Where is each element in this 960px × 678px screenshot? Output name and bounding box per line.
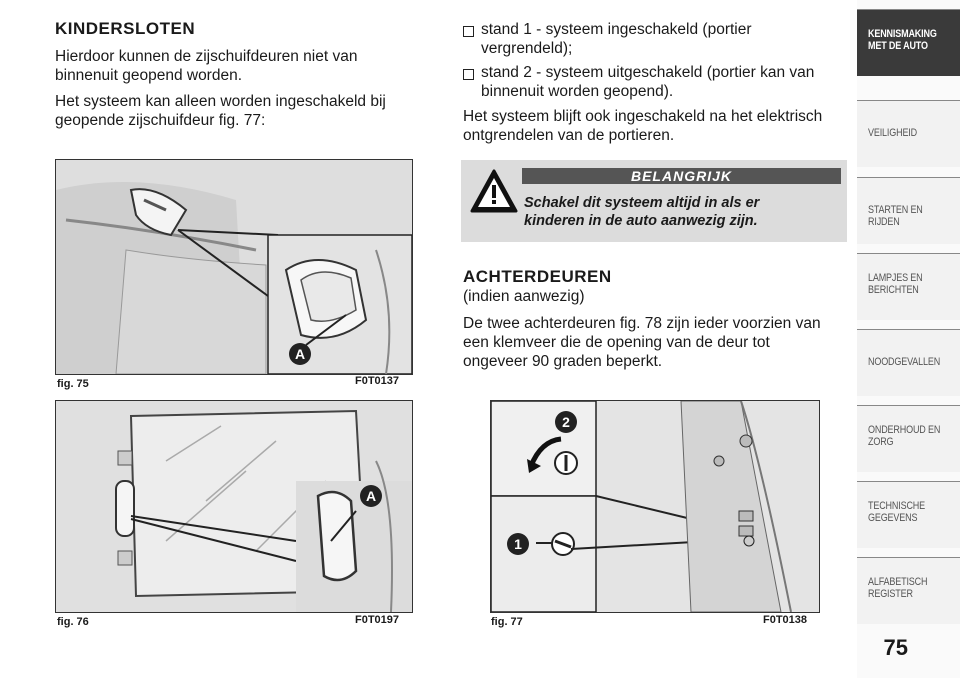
warning-line: kinderen in de auto aanwezig zijn. xyxy=(524,213,758,229)
tab-label: STARTEN EN RIJDEN xyxy=(868,204,923,228)
paragraph-line: geopende zijschuifdeur fig. 77: xyxy=(55,112,266,129)
warning-text: Schakel dit systeem altijd in als er kin… xyxy=(524,194,834,230)
bullet-marker xyxy=(463,69,474,80)
bullet-line: vergrendeld); xyxy=(481,40,573,57)
paragraph-line: Hierdoor kunnen de zijschuifdeuren niet … xyxy=(55,48,358,65)
callout-a-badge: A xyxy=(360,485,382,507)
callout-2-badge: 2 xyxy=(555,411,577,433)
figure-caption: fig. 75 xyxy=(57,378,89,390)
callout-a-badge: A xyxy=(289,343,311,365)
figure-caption: fig. 77 xyxy=(491,616,523,628)
subheading: (indien aanwezig) xyxy=(463,288,585,305)
section-heading: ACHTERDEUREN xyxy=(463,267,612,286)
callout-1-badge: 1 xyxy=(507,533,529,555)
figure-code: F0T0197 xyxy=(355,614,400,626)
bullet-line: stand 1 - systeem ingeschakeld (portier xyxy=(481,21,752,38)
figure-caption: fig. 76 xyxy=(57,616,89,628)
paragraph-line: ontgrendelen van de portieren. xyxy=(463,127,675,144)
tab-veiligheid[interactable]: VEILIGHEID xyxy=(857,100,960,167)
figure-75-image: A xyxy=(55,159,413,375)
figure-77-image: 2 1 xyxy=(490,400,820,613)
paragraph-line: Het systeem kan alleen worden ingeschake… xyxy=(55,93,386,110)
figure-code: F0T0137 xyxy=(355,375,400,387)
page-number: 75 xyxy=(883,635,908,660)
warning-line: Schakel dit systeem altijd in als er xyxy=(524,195,760,211)
warning-box: BELANGRIJK Schakel dit systeem altijd in… xyxy=(461,160,847,242)
tab-label: VEILIGHEID xyxy=(868,127,917,139)
paragraph-line: een klemveer die de opening van de deur … xyxy=(463,334,770,351)
bullet-line: stand 2 - systeem uitgeschakeld (portier… xyxy=(481,64,815,81)
paragraph-line: De twee achterdeuren fig. 78 zijn ieder … xyxy=(463,315,821,332)
warning-triangle-icon xyxy=(470,169,518,213)
bullet-marker xyxy=(463,26,474,37)
tab-label: NOODGEVALLEN xyxy=(868,356,941,368)
paragraph-line: ongeveer 90 graden beperkt. xyxy=(463,353,663,370)
paragraph-line: Het systeem blijft ook ingeschakeld na h… xyxy=(463,108,823,125)
bullet-line: binnenuit worden geopend). xyxy=(481,83,674,100)
warning-title: BELANGRIJK xyxy=(522,168,841,184)
tab-noodgevallen[interactable]: NOODGEVALLEN xyxy=(857,329,960,396)
figure-76-image: A xyxy=(55,400,413,613)
section-heading: KINDERSLOTEN xyxy=(55,19,196,38)
tab-starten-en-rijden[interactable]: STARTEN EN RIJDEN xyxy=(857,177,960,244)
figure-code: F0T0138 xyxy=(763,614,808,626)
paragraph-line: binnenuit geopend worden. xyxy=(55,67,243,84)
